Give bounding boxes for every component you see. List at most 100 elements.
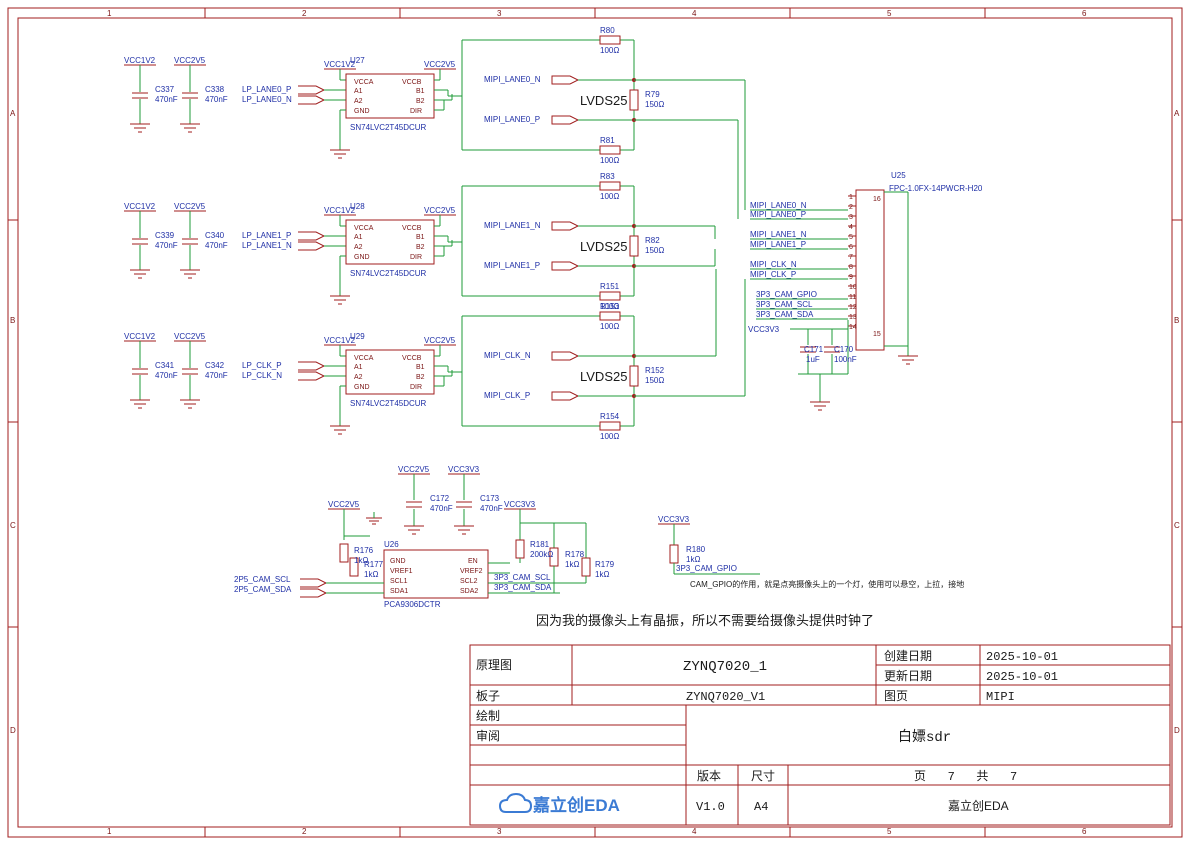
connector-pin-number: 2	[849, 204, 853, 211]
grid-row-label: C	[1174, 521, 1180, 530]
res-ref: R80	[600, 26, 615, 35]
power-label: VCC2V5	[424, 336, 456, 345]
net-label: 3P3_CAM_SDA	[494, 583, 552, 592]
power-label: VCC2V5	[424, 60, 456, 69]
chip-pin: B2	[416, 244, 425, 251]
ground-icon	[130, 269, 150, 279]
resistor	[599, 291, 621, 301]
ground-icon	[180, 399, 200, 409]
res-value: 100Ω	[600, 156, 619, 165]
connector-pin-number: 3	[849, 214, 853, 221]
res-ref: R179	[595, 560, 615, 569]
grid-col-label: 3	[497, 827, 502, 836]
cap-value: 470nF	[155, 241, 178, 250]
power-label: VCC3V3	[448, 465, 480, 474]
chip-pin: DIR	[410, 254, 422, 261]
cap-ref: C170	[834, 345, 854, 354]
net-label: MIPI_CLK_N	[750, 260, 797, 269]
inner-frame	[17, 17, 1173, 828]
jlc-eda-logo: 嘉立创EDA	[498, 792, 620, 815]
grid-columns: 1 2 3 4 5 6 1 2 3 4 5 6	[107, 8, 1087, 837]
cap-ref: C171	[804, 345, 824, 354]
grid-row-label: D	[10, 726, 16, 735]
grid-row-label: D	[1174, 726, 1180, 735]
power-label: VCC1V2	[324, 336, 356, 345]
net-label: MIPI_LANE1_N	[750, 230, 807, 239]
power-label: VCC2V5	[398, 465, 430, 474]
grid-col-label: 4	[692, 9, 697, 18]
cap-value: 470nF	[430, 504, 453, 513]
net-label: 3P3_CAM_SDA	[756, 310, 814, 319]
res-value: 1kΩ	[354, 556, 368, 565]
io-standard: LVDS25	[580, 93, 627, 108]
chip-pin: VCCA	[354, 225, 374, 232]
chip-pin: B1	[416, 364, 425, 371]
tb-author: 白嫖sdr	[898, 729, 951, 746]
grid-row-label: A	[1174, 109, 1180, 118]
grid-col-label: 4	[692, 827, 697, 836]
res-ref: R151	[600, 282, 620, 291]
net-label: LP_LANE1_P	[242, 231, 291, 240]
vcc3v3-label: VCC3V3	[748, 325, 780, 334]
res-ref: R180	[686, 545, 706, 554]
tb-created-value: 2025-10-01	[986, 650, 1058, 664]
cap-ref: C172	[430, 494, 450, 503]
chip-pin: VCCA	[354, 355, 374, 362]
connector-pin-number: 8	[849, 264, 853, 271]
net-label: 3P3_CAM_GPIO	[676, 564, 737, 573]
chip-pin: VCCB	[402, 355, 422, 362]
connector-u25: U25 FPC-1.0FX-14PWCR-H20 123456789101112…	[748, 171, 983, 411]
net-label: MIPI_CLK_P	[750, 270, 796, 279]
res-ref: R82	[645, 236, 660, 245]
res-value: 150Ω	[645, 376, 664, 385]
io-standard: LVDS25	[580, 239, 627, 254]
net-label: 2P5_CAM_SDA	[234, 585, 292, 594]
chip-ref: U27	[350, 56, 365, 65]
ground-icon	[130, 123, 150, 133]
chip-part: SN74LVC2T45DCUR	[350, 123, 427, 132]
tb-label: 板子	[476, 689, 500, 703]
connector-pin-number: 13	[849, 314, 857, 321]
res-value: 1kΩ	[595, 570, 609, 579]
ground-icon	[330, 149, 350, 159]
connector-body	[855, 189, 885, 351]
ground-icon	[810, 401, 830, 411]
resistor	[629, 235, 639, 257]
tb-version-value: V1.0	[696, 800, 725, 814]
outer-frame	[7, 7, 1183, 838]
grid-col-label: 2	[302, 827, 307, 836]
cap-ref: C173	[480, 494, 500, 503]
cap-value: 470nF	[205, 241, 228, 250]
chip-body-u26	[383, 549, 489, 599]
cap-value: 470nF	[480, 504, 503, 513]
chip-part: SN74LVC2T45DCUR	[350, 399, 427, 408]
res-value: 150Ω	[645, 246, 664, 255]
resistor	[629, 365, 639, 387]
net-label: MIPI_LANE1_N	[484, 221, 541, 230]
net-label: 3P3_CAM_GPIO	[756, 290, 817, 299]
res-value: 100Ω	[600, 322, 619, 331]
res-ref: R79	[645, 90, 660, 99]
power-label: VCC3V3	[658, 515, 690, 524]
resistor-r181	[515, 539, 525, 559]
chip-pin: B1	[416, 234, 425, 241]
chip-pin: VREF1	[390, 568, 413, 575]
chip-part: SN74LVC2T45DCUR	[350, 269, 427, 278]
cap-value: 100nF	[834, 355, 857, 364]
tb-page-value: MIPI	[986, 690, 1015, 704]
resistor-r180	[669, 544, 679, 564]
res-value: 1kΩ	[364, 570, 378, 579]
connector-pin-number: 16	[873, 196, 881, 203]
chip-pin: VCCA	[354, 79, 374, 86]
tb-label: 尺寸	[751, 769, 775, 783]
cap-ref: C341	[155, 361, 175, 370]
power-label: VCC3V3	[504, 500, 536, 509]
resistor	[599, 145, 621, 155]
res-ref: R181	[530, 540, 550, 549]
tb-label: 图页	[884, 689, 908, 703]
res-value: 1kΩ	[565, 560, 579, 569]
net-label: MIPI_CLK_N	[484, 351, 531, 360]
net-label: MIPI_LANE1_P	[484, 261, 540, 270]
